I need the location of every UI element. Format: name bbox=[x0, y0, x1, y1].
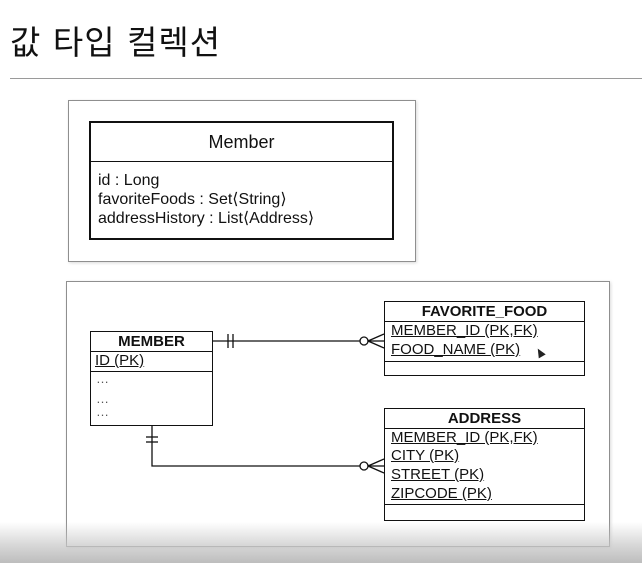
favorite-food-table-header: FAVORITE_FOOD bbox=[385, 302, 584, 322]
address-pk-section bbox=[385, 429, 584, 505]
favorite-food-crowfoot-top bbox=[367, 333, 385, 342]
address-zero-mark bbox=[359, 461, 369, 471]
address-crowfoot-top bbox=[367, 458, 385, 467]
member-table-pk-section bbox=[91, 352, 212, 372]
favorite-food-zero-mark bbox=[359, 336, 369, 346]
favorite-food-pk-section bbox=[385, 322, 584, 362]
member-column-placeholder: … bbox=[96, 404, 109, 419]
address-street-column: STREET (PK) bbox=[391, 466, 485, 483]
class-attribute-id: id : Long bbox=[98, 172, 160, 189]
bottom-shadow bbox=[0, 522, 642, 563]
title-divider bbox=[10, 78, 642, 79]
member-class-box: Member id : Long favoriteFoods : Set⟨Str… bbox=[89, 121, 394, 240]
member-class-attributes: id : Long favoriteFoods : Set⟨String⟩ ad… bbox=[91, 162, 392, 228]
member-column-placeholder: … bbox=[96, 391, 109, 406]
address-crowfoot-bottom bbox=[367, 465, 385, 474]
address-member-id-column: MEMBER_ID (PK,FK) bbox=[391, 429, 538, 446]
favorite-food-member-id-column: MEMBER_ID (PK,FK) bbox=[391, 322, 538, 339]
favorite-food-table: FAVORITE_FOOD bbox=[384, 301, 585, 376]
address-table-header: ADDRESS bbox=[385, 409, 584, 429]
member-class-header: Member bbox=[91, 123, 392, 162]
member-column-placeholder: … bbox=[96, 371, 109, 386]
address-table: ADDRESS bbox=[384, 408, 585, 521]
member-table-header: MEMBER bbox=[91, 332, 212, 352]
address-city-column: CITY (PK) bbox=[391, 447, 460, 464]
member-table: MEMBER bbox=[90, 331, 213, 426]
class-attribute-address-history: addressHistory : List⟨Address⟩ bbox=[98, 210, 315, 227]
member-address-line bbox=[151, 426, 360, 467]
member-pk-column: ID (PK) bbox=[95, 352, 145, 369]
address-zipcode-column: ZIPCODE (PK) bbox=[391, 485, 492, 502]
page-title: 값 타입 컬렉션 bbox=[10, 23, 222, 62]
favorite-food-food-name-column: FOOD_NAME (PK) bbox=[391, 341, 521, 358]
favorite-food-crowfoot-bottom bbox=[367, 340, 385, 349]
class-attribute-favorite-foods: favoriteFoods : Set⟨String⟩ bbox=[98, 191, 287, 208]
